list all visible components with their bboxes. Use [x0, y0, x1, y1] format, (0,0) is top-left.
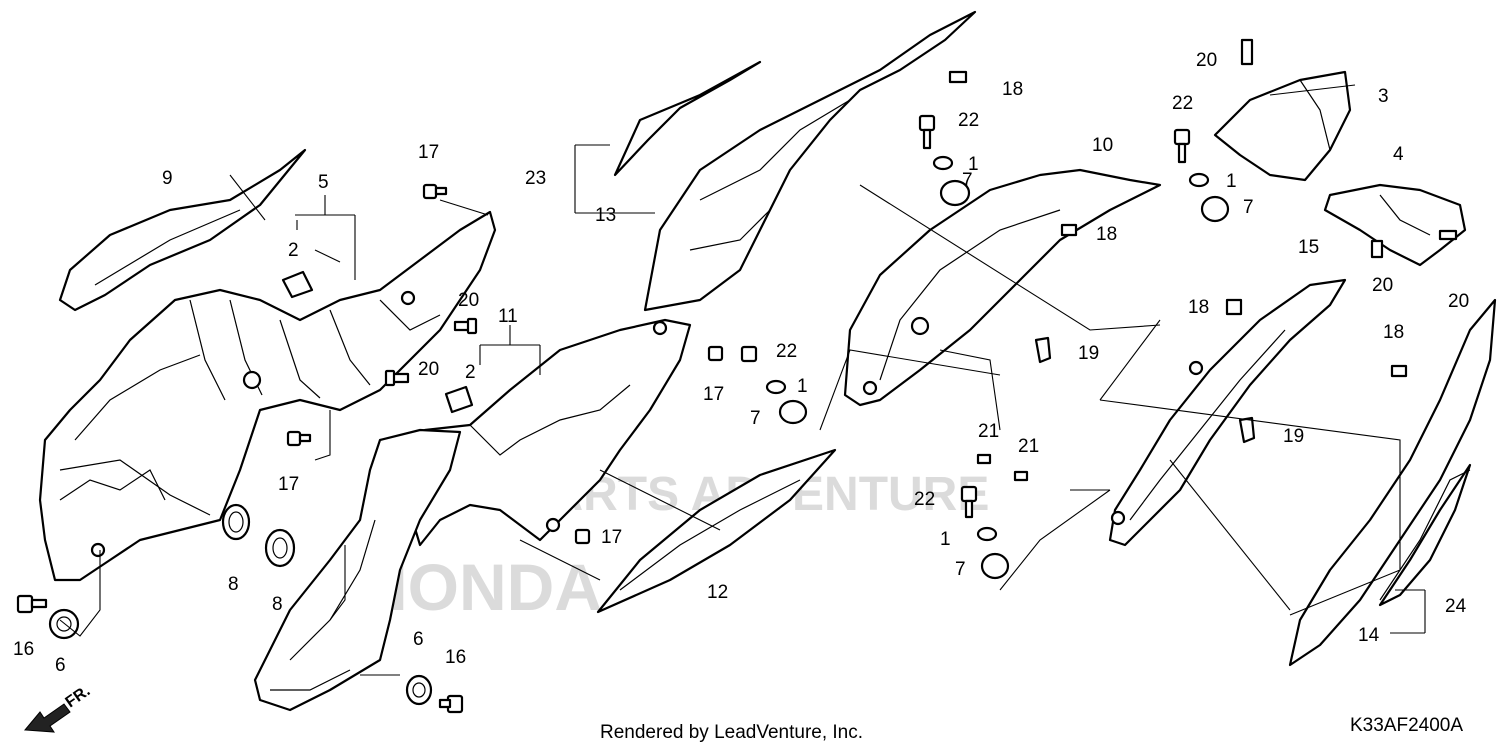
callout-22: 22	[914, 489, 935, 510]
callout-3: 3	[1378, 86, 1389, 107]
callout-1: 1	[968, 154, 979, 175]
callout-6: 6	[55, 655, 66, 676]
callout-20: 20	[418, 359, 439, 380]
callout-22: 22	[1172, 93, 1193, 114]
callout-6: 6	[413, 629, 424, 650]
drawing-code: K33AF2400A	[1350, 715, 1463, 736]
callout-14: 14	[1358, 625, 1380, 646]
callout-7: 7	[962, 170, 973, 191]
callout-8: 8	[228, 574, 239, 595]
callout-21: 21	[1018, 436, 1039, 457]
part-10-rear-cover-left[interactable]	[843, 168, 1162, 407]
callout-11: 11	[498, 306, 518, 327]
callout-13: 13	[595, 205, 616, 226]
part-16-bolt-left[interactable]	[16, 594, 48, 614]
part-17-bolt-d[interactable]	[574, 528, 591, 545]
part-11-side-cover-center[interactable]	[388, 318, 692, 547]
callout-20: 20	[458, 290, 479, 311]
callout-7: 7	[750, 408, 761, 429]
callout-18: 18	[1002, 79, 1023, 100]
callout-17: 17	[601, 527, 622, 548]
callout-2: 2	[288, 240, 299, 261]
part-15-rear-cover-right[interactable]	[1108, 278, 1347, 547]
callout-7: 7	[1243, 197, 1254, 218]
part-2-label-b[interactable]	[444, 385, 474, 414]
part-12-stripe[interactable]	[596, 448, 837, 614]
part-6-grommet-left[interactable]	[48, 608, 80, 640]
part-6-grommet-bottom[interactable]	[405, 674, 433, 706]
callout-18: 18	[1383, 322, 1404, 343]
callout-23: 23	[525, 168, 546, 189]
callout-22: 22	[958, 110, 979, 131]
callout-20: 20	[1196, 50, 1217, 71]
part-23-stripe[interactable]	[613, 60, 762, 177]
callout-7: 7	[955, 559, 966, 580]
callout-8: 8	[272, 594, 283, 615]
callout-22: 22	[776, 341, 797, 362]
part-20-screw-b[interactable]	[384, 369, 410, 387]
callout-15: 15	[1298, 237, 1319, 258]
callout-20: 20	[1372, 275, 1393, 296]
callout-2: 2	[465, 362, 476, 383]
callout-16: 16	[13, 639, 34, 660]
callout-19: 19	[1283, 426, 1304, 447]
callout-17: 17	[703, 384, 724, 405]
hardware-right	[740, 38, 1458, 580]
callout-17: 17	[278, 474, 299, 495]
callout-18: 18	[1188, 297, 1209, 318]
part-3-cover-top[interactable]	[1213, 70, 1352, 182]
callout-1: 1	[1226, 171, 1237, 192]
callout-4: 4	[1393, 144, 1404, 165]
leader-lines	[59, 84, 1426, 676]
part-20-screw-a[interactable]	[453, 317, 478, 335]
callout-17: 17	[418, 142, 439, 163]
callout-20: 20	[1448, 291, 1469, 312]
callout-5: 5	[318, 172, 329, 193]
callout-16: 16	[445, 647, 466, 668]
part-17-bolt-a[interactable]	[422, 183, 448, 200]
callout-1: 1	[797, 376, 808, 397]
callout-18: 18	[1096, 224, 1117, 245]
part-24-stripe[interactable]	[1378, 463, 1472, 607]
part-8-grommet-b[interactable]	[264, 528, 296, 568]
part-17-bolt-c[interactable]	[707, 345, 724, 362]
part-16-bolt-bottom[interactable]	[438, 694, 464, 714]
part-9-inner-cover[interactable]	[58, 148, 307, 312]
footer-credit: Rendered by LeadVenture, Inc.	[600, 722, 863, 743]
part-8-grommet-a[interactable]	[221, 503, 251, 541]
part-13-top-cover[interactable]	[643, 10, 977, 312]
callout-9: 9	[162, 168, 173, 189]
callout-24: 24	[1445, 596, 1467, 617]
part-17-bolt-b[interactable]	[286, 430, 312, 447]
part-4-cover-bracket[interactable]	[1323, 183, 1467, 267]
callout-19: 19	[1078, 343, 1099, 364]
part-2-label-a[interactable]	[281, 270, 314, 299]
callout-1: 1	[940, 529, 951, 550]
callout-10: 10	[1092, 135, 1113, 156]
callout-12: 12	[707, 582, 728, 603]
direction-label: FR.	[63, 683, 94, 712]
part-5-side-cover-left[interactable]	[38, 210, 497, 582]
front-direction-arrow: FR.	[23, 683, 94, 733]
callout-21: 21	[978, 421, 999, 442]
